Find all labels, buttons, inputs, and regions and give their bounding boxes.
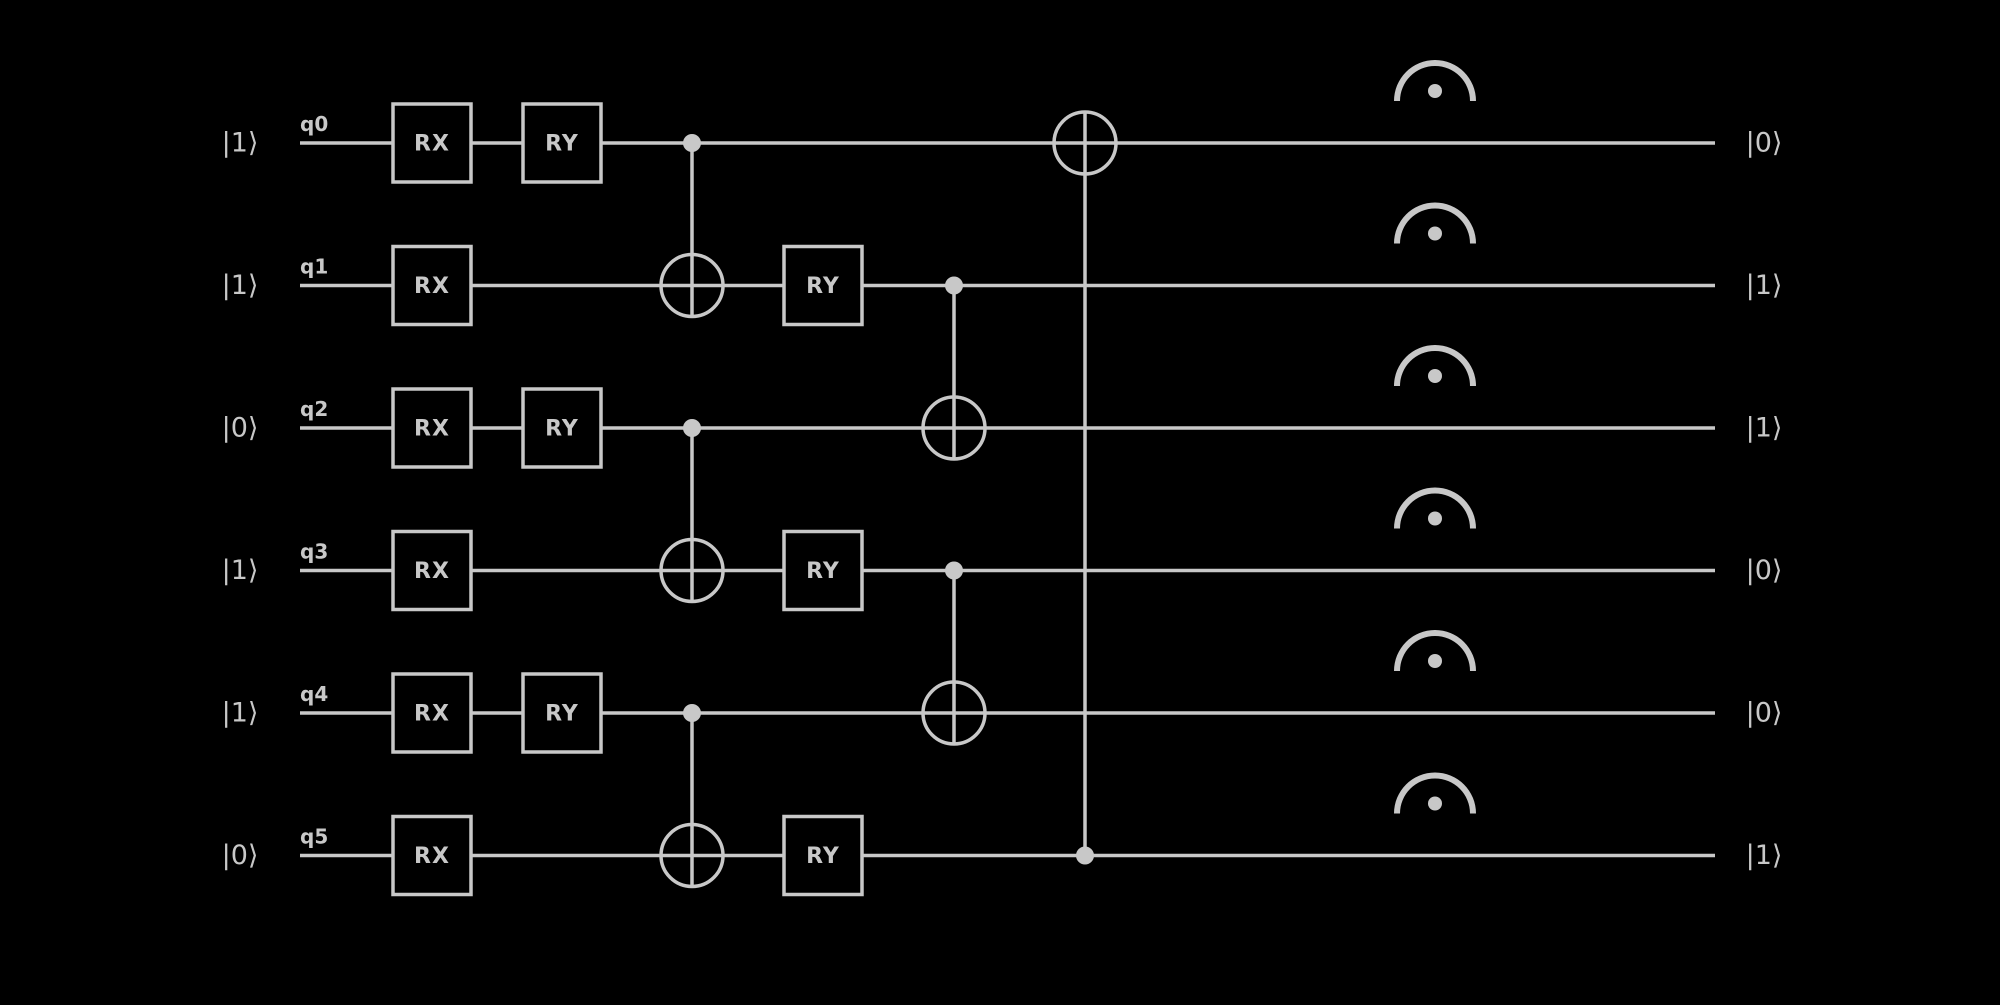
qubit-label: q5 [300,825,328,849]
gate-label: RX [414,844,450,869]
gate-box [521,672,603,754]
output-state: |0⟩ [1746,555,1783,586]
gate-label: RY [545,417,579,442]
qubit-label: q0 [300,112,328,136]
meter-dot [1428,654,1442,668]
meter-dot [1428,511,1442,526]
measure-icon [1394,772,1476,814]
gate-rx: RX [391,244,473,327]
gate-rx: RX [391,102,473,184]
cnot-gate [921,276,987,461]
cnot-control-dot [683,704,701,722]
meter-dot [1428,369,1442,383]
meter-arc [1394,772,1476,814]
gate-box [391,814,473,897]
gate-box [391,387,473,469]
cnot-control-dot [945,561,963,580]
cnot-target-icon [921,680,987,746]
gate-rx: RX [391,529,473,612]
gate-ry: RY [521,387,603,469]
qubit-label: q3 [300,540,328,564]
gate-label: RY [806,274,840,299]
input-state: |1⟩ [222,698,259,729]
gate-label: RX [414,132,450,157]
cnot-gate [1052,110,1118,865]
gates: RX RX RX RX RX RX RY RY RY RY RY RY [391,102,1118,897]
gate-box [782,814,864,897]
gate-rx: RX [391,387,473,469]
gate-label: RX [414,417,450,442]
gate-rx: RX [391,672,473,754]
gate-label: RY [545,702,579,727]
cnot-target-icon [1052,110,1118,176]
output-state: |1⟩ [1746,413,1783,444]
meter-dot [1428,84,1442,98]
meter-arc [1394,630,1476,671]
measurements [1394,60,1476,814]
meter-arc [1394,345,1476,386]
cnot-gate [921,561,987,746]
gate-ry: RY [521,102,603,184]
input-state: |1⟩ [222,270,259,301]
qubit-label: q2 [300,397,328,421]
gate-ry: RY [521,672,603,754]
gate-box [521,102,603,184]
gate-label: RX [414,559,450,584]
measure-icon [1394,60,1476,101]
cnot-control-dot [683,419,701,437]
cnot-gate [659,704,725,889]
gate-label: RY [806,844,840,869]
meter-dot [1428,796,1442,811]
gate-box [782,529,864,612]
cnot-target-icon [659,822,725,889]
labels: q0 |1⟩ |0⟩ q1 |1⟩ |1⟩ q2 |0⟩ |1⟩ q3 |1⟩ |0⟩ q4 |1⟩ |0⟩… [222,112,1783,871]
meter-dot [1428,226,1442,241]
cnot-control-dot [1076,846,1094,865]
cnot-control-dot [683,134,701,152]
cnot-gate [659,419,725,604]
qubit-label: q4 [300,682,328,706]
gate-ry: RY [782,814,864,897]
gate-label: RY [806,559,840,584]
gate-box [521,387,603,469]
cnot-gate [659,134,725,319]
input-state: |1⟩ [222,128,259,159]
cnot-control-dot [945,276,963,295]
gate-label: RY [545,132,579,157]
gate-box [782,244,864,327]
gate-ry: RY [782,529,864,612]
output-state: |0⟩ [1746,698,1783,729]
input-state: |0⟩ [222,840,259,871]
gate-label: RX [414,274,450,299]
input-state: |1⟩ [222,555,259,586]
qubit-label: q1 [300,255,328,279]
cnot-target-icon [659,252,725,319]
measure-icon [1394,630,1476,671]
measure-icon [1394,345,1476,386]
gate-box [391,672,473,754]
output-state: |1⟩ [1746,270,1783,301]
measure-icon [1394,487,1476,529]
input-state: |0⟩ [222,413,259,444]
gate-box [391,529,473,612]
cnot-target-icon [659,537,725,604]
gate-box [391,244,473,327]
measure-icon [1394,202,1476,244]
gate-rx: RX [391,814,473,897]
gate-label: RX [414,702,450,727]
cnot-target-icon [921,395,987,461]
meter-arc [1394,202,1476,244]
meter-arc [1394,60,1476,101]
meter-arc [1394,487,1476,529]
gate-box [391,102,473,184]
output-state: |0⟩ [1746,128,1783,159]
output-state: |1⟩ [1746,840,1783,871]
gate-ry: RY [782,244,864,327]
